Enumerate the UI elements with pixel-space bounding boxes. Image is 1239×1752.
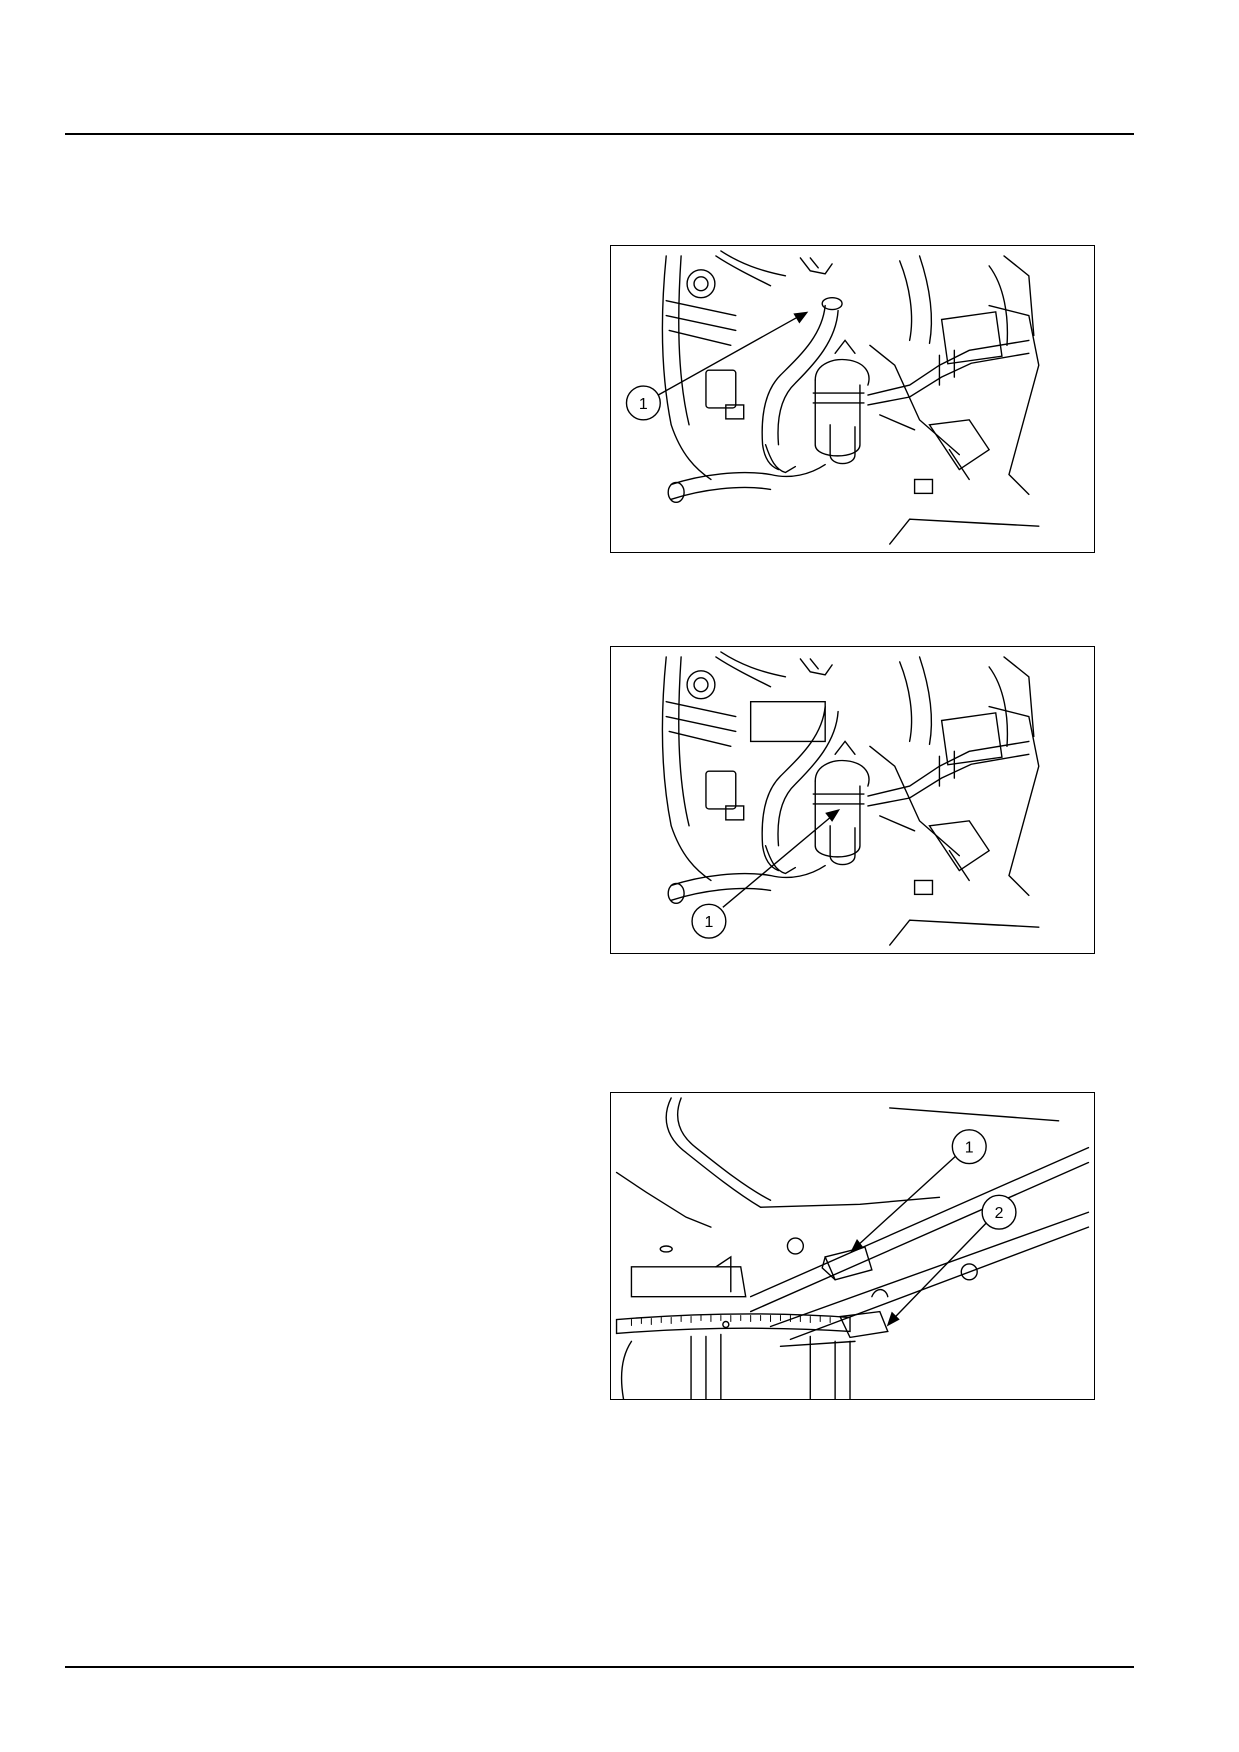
callout-circle: [691, 903, 727, 939]
engine-bay-illustration: 1: [661, 651, 1040, 946]
figure-engine-filter: 1: [610, 646, 1095, 954]
header-rule: [65, 133, 1134, 135]
callout-label-1: 1: [965, 1140, 974, 1157]
figure-engine-hose-top: 1: [610, 245, 1095, 553]
figure-underside-gauge: 1 2: [610, 1092, 1095, 1400]
callout-label-1: 1: [705, 914, 714, 931]
callout-label-2: 2: [995, 1205, 1004, 1222]
engine-bay-illustration: 1: [625, 250, 1040, 545]
callout-circle: [625, 385, 661, 421]
callout-circle: [981, 1194, 1017, 1230]
underside-illustration: 1 2: [615, 1097, 1090, 1399]
callout-circle: [951, 1129, 987, 1165]
footer-rule: [65, 1666, 1134, 1668]
callout-label-1: 1: [639, 396, 648, 413]
